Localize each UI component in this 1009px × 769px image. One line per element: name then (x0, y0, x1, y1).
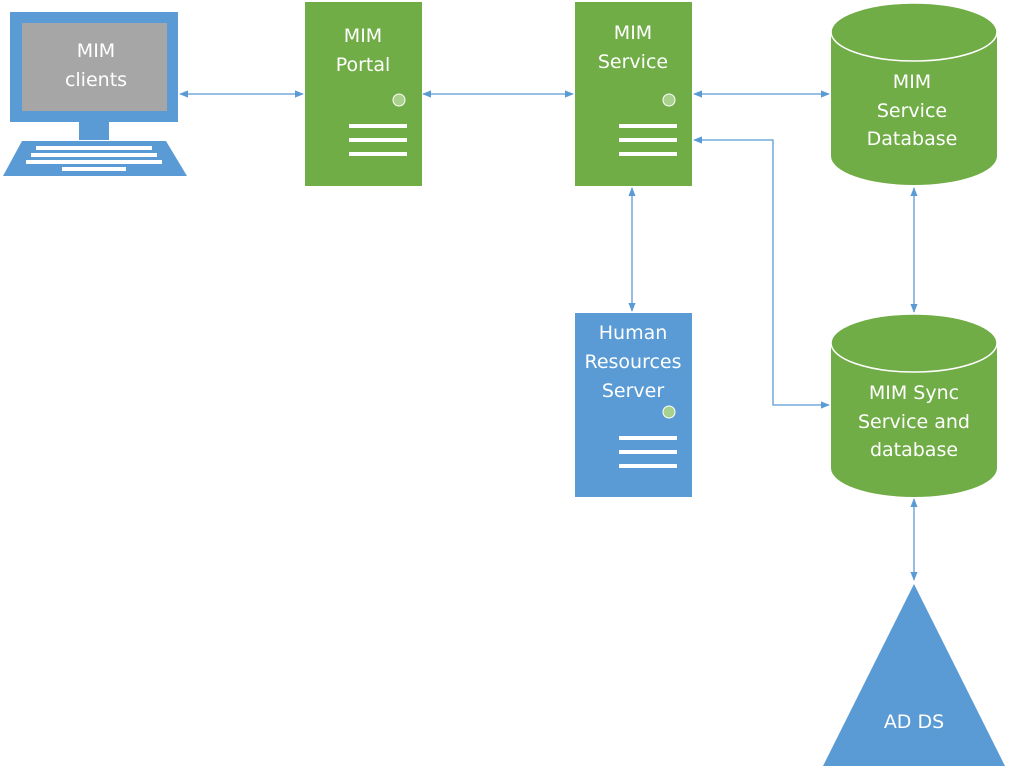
status-led-icon (392, 93, 406, 107)
mim-service-database-label-line1: MIM (893, 71, 931, 93)
hr-server-label-line3: Server (602, 380, 664, 402)
server-vent-icon (619, 436, 677, 468)
keyboard-keys (26, 146, 162, 171)
mim-service-label-line2: Service (598, 51, 668, 73)
server-vent-icon (619, 124, 677, 156)
mim-sync-label-line2: Service and (858, 411, 970, 433)
mim-service-label-line1: MIM (614, 22, 652, 44)
mim-sync-label-line3: database (870, 439, 958, 461)
monitor-stand (79, 122, 109, 140)
mim-service-server: MIM Service (575, 2, 692, 186)
mim-clients-computer: MIM clients (3, 12, 187, 176)
mim-sync-label-line1: MIM Sync (869, 382, 959, 404)
server-vent-icon (349, 124, 407, 156)
connector-service-sync (693, 136, 830, 409)
mim-portal-label-line2: Portal (336, 54, 391, 76)
mim-portal-label-line1: MIM (344, 25, 382, 47)
mim-portal-server: MIM Portal (305, 2, 422, 186)
ad-ds-label: AD DS (884, 711, 944, 733)
mim-clients-label-line2: clients (65, 69, 127, 91)
hr-server-label-line2: Resources (584, 351, 681, 373)
mim-service-database-label-line2: Service (877, 100, 947, 122)
mim-service-database-cylinder: MIM Service Database (830, 2, 998, 185)
mim-service-database-label-line3: Database (867, 128, 958, 150)
mim-sync-database-cylinder: MIM Sync Service and database (830, 313, 998, 497)
mim-clients-label-line1: MIM (77, 40, 115, 62)
status-led-icon (662, 405, 676, 419)
status-led-icon (662, 93, 676, 107)
ad-ds-triangle: AD DS (823, 584, 1005, 766)
hr-server-label-line1: Human (599, 322, 668, 344)
connectors (179, 90, 918, 581)
monitor-screen (22, 23, 167, 111)
human-resources-server: Human Resources Server (575, 313, 692, 497)
